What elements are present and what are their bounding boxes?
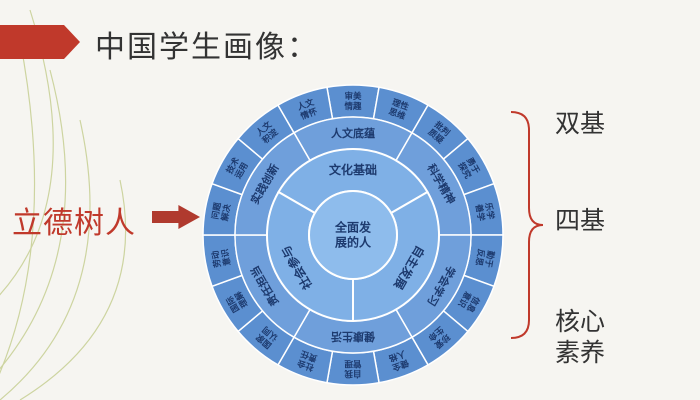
label-core-line2: 素养 bbox=[554, 338, 605, 367]
inner-ring-label-line: 人文底蕴 bbox=[331, 126, 375, 140]
outer-ring-label-line: 解决 bbox=[219, 203, 233, 222]
inner-ring-label: 人文底蕴 bbox=[331, 126, 375, 140]
outer-ring-label: 审美情趣 bbox=[343, 91, 362, 112]
middle-ring-label-line: 文化基础 bbox=[329, 162, 377, 177]
competency-wheel: 审美情趣理性思维批判质疑勇于探究乐学善学勤于反思信息意识珍爱生命健全人格自我管理… bbox=[202, 84, 504, 386]
outer-ring-label-line: 意识 bbox=[219, 248, 233, 267]
middle-ring-label: 文化基础 bbox=[329, 162, 377, 177]
label-core-line1: 核心 bbox=[554, 307, 605, 336]
outer-ring-label-line: 乐学 bbox=[482, 202, 496, 221]
label-core-literacy: 核心 素养 bbox=[540, 306, 620, 368]
outer-ring-label-line: 情趣 bbox=[343, 101, 362, 112]
left-label: 立德树人 bbox=[12, 206, 136, 241]
outer-ring-label-line: 劳动 bbox=[210, 249, 224, 268]
outer-ring-label: 勤于反思 bbox=[473, 248, 496, 269]
outer-ring-label-line: 自我 bbox=[344, 368, 362, 379]
label-four-basics: 四基 bbox=[554, 206, 605, 235]
wheel-center-line: 全面发 bbox=[334, 220, 372, 235]
outer-ring-label: 乐学善学 bbox=[473, 202, 496, 223]
outer-ring-label: 劳动意识 bbox=[210, 248, 233, 269]
wheel-center-label: 全面发展的人 bbox=[334, 220, 372, 250]
wheel-center bbox=[308, 190, 398, 280]
outer-ring-label: 自我管理 bbox=[344, 358, 362, 379]
outer-ring-label-line: 勤于 bbox=[482, 250, 496, 269]
outer-ring-label-line: 反思 bbox=[473, 248, 487, 267]
inner-ring-label-line: 健康生活 bbox=[331, 330, 375, 344]
right-curly-brace bbox=[510, 111, 544, 339]
inner-ring-label: 健康生活 bbox=[331, 330, 375, 344]
label-double-basics: 双基 bbox=[554, 109, 605, 138]
outer-ring-label-line: 审美 bbox=[344, 91, 362, 102]
outer-ring-label-line: 管理 bbox=[344, 358, 362, 369]
outer-ring-label-line: 善学 bbox=[473, 203, 487, 222]
slide-title: 中国学生画像： bbox=[95, 30, 319, 65]
wheel-center-line: 展的人 bbox=[335, 235, 372, 250]
title-arrow-shape bbox=[0, 25, 80, 59]
outer-ring-label: 问题解决 bbox=[210, 201, 233, 222]
outer-ring-label-line: 问题 bbox=[210, 201, 224, 220]
